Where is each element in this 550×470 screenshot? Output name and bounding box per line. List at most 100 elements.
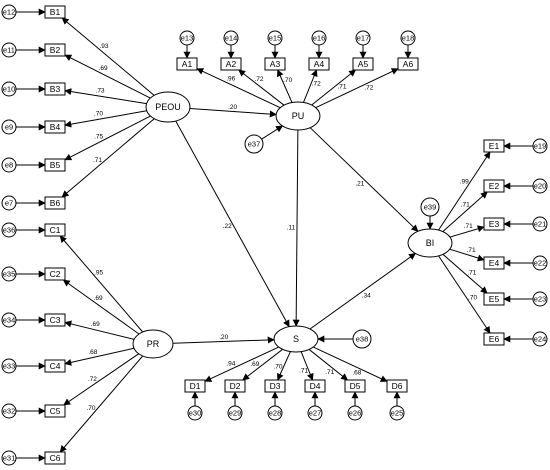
error-term xyxy=(1,222,17,238)
error-term xyxy=(355,30,371,46)
loading-value: .70 xyxy=(273,364,282,371)
indicator-label: B4 xyxy=(50,122,61,132)
loading-value: .95 xyxy=(94,270,103,277)
loading-path xyxy=(62,279,140,335)
indicator-box xyxy=(44,313,66,327)
indicator-label: C2 xyxy=(50,269,61,279)
error-label: e16 xyxy=(313,34,326,43)
error-term xyxy=(1,358,17,374)
indicator-box xyxy=(220,57,242,71)
path-coefficient: .20 xyxy=(219,334,228,341)
indicator-label: C6 xyxy=(50,453,61,463)
path-coefficient: .21 xyxy=(355,180,364,187)
indicator-label: E3 xyxy=(489,219,500,229)
indicator-label: E4 xyxy=(489,258,500,268)
structural-path xyxy=(309,253,416,330)
latent-label: BI xyxy=(426,238,435,248)
loading-value: .71 xyxy=(325,369,334,376)
error-label: e25 xyxy=(391,409,404,418)
loading-path xyxy=(64,115,151,161)
loading-path xyxy=(196,68,281,109)
error-label: e30 xyxy=(189,409,202,418)
indicator-box xyxy=(264,379,286,393)
indicator-box xyxy=(44,82,66,96)
loading-value: .73 xyxy=(96,88,105,95)
latent-label: PU xyxy=(292,111,305,121)
loading-path xyxy=(59,355,144,453)
disturbance-term xyxy=(244,134,264,154)
loading-path xyxy=(64,110,147,128)
loading-value: .72 xyxy=(88,376,97,383)
error-label: e7 xyxy=(5,199,13,208)
indicator-box xyxy=(44,267,66,281)
loading-value: .71 xyxy=(467,269,476,276)
error-label: e24 xyxy=(534,335,547,344)
indicator-label: A6 xyxy=(403,59,414,69)
indicator-label: E5 xyxy=(489,294,500,304)
indicator-label: D5 xyxy=(350,381,361,391)
loading-path xyxy=(242,348,283,381)
path-coefficient: .20 xyxy=(228,104,237,111)
indicator-box xyxy=(184,379,206,393)
indicator-label: E6 xyxy=(489,334,500,344)
indicator-label: B6 xyxy=(50,198,61,208)
loading-path xyxy=(449,225,485,238)
error-label: e23 xyxy=(534,295,547,304)
loading-value: .69 xyxy=(94,295,103,302)
error-label: e34 xyxy=(3,316,16,325)
indicator-label: D2 xyxy=(230,381,241,391)
indicator-label: D1 xyxy=(190,381,201,391)
disturbance-label: e38 xyxy=(356,335,369,344)
error-term xyxy=(532,178,548,194)
indicator-box xyxy=(264,57,286,71)
latent-ellipse xyxy=(273,325,319,353)
error-label: e10 xyxy=(3,85,16,94)
error-label: e22 xyxy=(534,259,547,268)
latent-ellipse xyxy=(275,101,321,131)
error-label: e13 xyxy=(181,34,194,43)
path-coefficient: .22 xyxy=(223,223,232,230)
indicator-box xyxy=(44,120,66,134)
indicator-box xyxy=(304,379,326,393)
latent-ellipse xyxy=(132,329,174,359)
loading-value: .69 xyxy=(99,65,108,72)
error-label: e20 xyxy=(534,182,547,191)
loading-value: .94 xyxy=(226,360,235,367)
indicator-box xyxy=(44,158,66,172)
indicator-label: A3 xyxy=(270,59,281,69)
error-term xyxy=(227,405,243,421)
structural-path xyxy=(172,336,275,344)
indicator-label: B3 xyxy=(50,84,61,94)
loading-value: .70 xyxy=(87,405,96,412)
error-term xyxy=(1,266,17,282)
loading-path xyxy=(64,347,135,366)
error-label: e17 xyxy=(357,34,370,43)
loading-path xyxy=(308,349,349,381)
loading-value: .99 xyxy=(460,179,469,186)
loading-path xyxy=(204,346,279,382)
indicator-box xyxy=(397,57,419,71)
error-term xyxy=(1,119,17,135)
loading-value: .71 xyxy=(299,368,308,375)
latent-label: PR xyxy=(147,339,160,349)
indicator-box xyxy=(483,179,505,193)
error-label: e28 xyxy=(269,409,282,418)
indicator-label: B1 xyxy=(50,7,61,17)
loading-path xyxy=(303,69,318,103)
error-label: e21 xyxy=(534,220,547,229)
indicator-label: C3 xyxy=(50,315,61,325)
error-label: e15 xyxy=(269,34,282,43)
error-label: e32 xyxy=(3,407,16,416)
error-label: e35 xyxy=(3,270,16,279)
path-coefficient: .11 xyxy=(287,224,296,231)
error-term xyxy=(1,403,17,419)
error-label: e27 xyxy=(309,409,322,418)
disturbance-label: e37 xyxy=(248,140,261,149)
indicator-label: E1 xyxy=(489,141,500,151)
loading-path xyxy=(64,88,147,105)
indicator-label: C5 xyxy=(50,406,61,416)
error-label: e26 xyxy=(349,409,362,418)
loading-path xyxy=(64,54,151,99)
loading-value: .71 xyxy=(337,84,346,91)
loading-path xyxy=(315,68,399,109)
